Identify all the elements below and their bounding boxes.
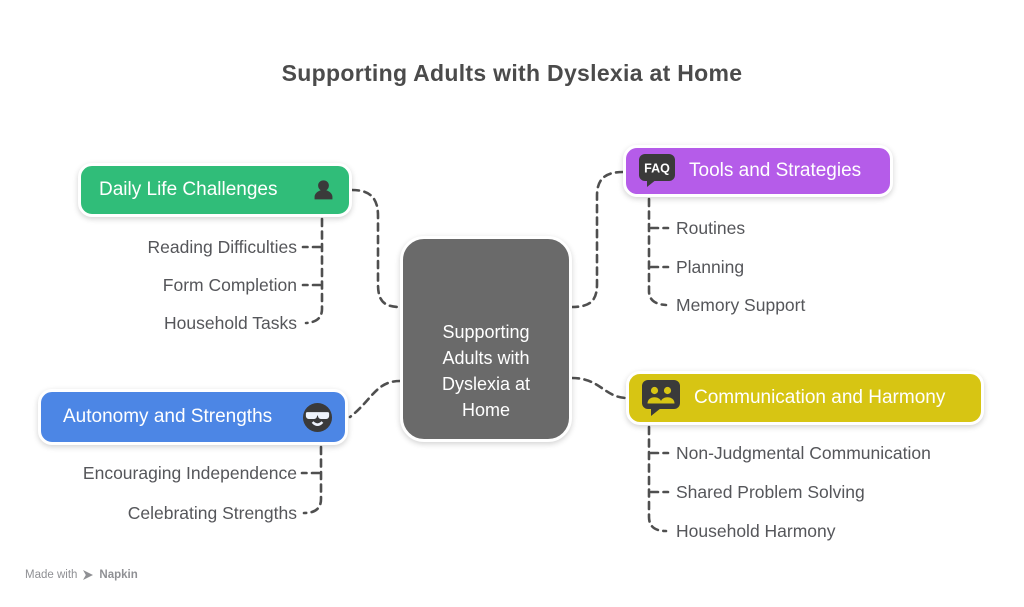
connector-tools-children bbox=[647, 197, 668, 307]
center-node[interactable]: Supporting Adults with Dyslexia at Home bbox=[400, 236, 572, 442]
connector-communication-children bbox=[647, 425, 668, 533]
connector-center-to-yellow bbox=[570, 376, 628, 400]
child-item[interactable]: Household Harmony bbox=[676, 521, 836, 541]
child-item[interactable]: Routines bbox=[676, 218, 746, 238]
connector-daily-life-children bbox=[304, 217, 324, 325]
watermark-text: Made with bbox=[25, 569, 78, 581]
branch-node-daily-life-challenges[interactable]: Daily Life Challenges bbox=[78, 163, 352, 217]
center-node-line: Adults with bbox=[442, 348, 530, 368]
branch-label: Tools and Strategies bbox=[689, 160, 862, 181]
branch-label: Communication and Harmony bbox=[694, 387, 946, 408]
child-item[interactable]: Reading Difficulties bbox=[147, 237, 297, 257]
center-node-line: Supporting bbox=[442, 322, 530, 342]
napkin-logo-icon bbox=[83, 570, 94, 580]
connector-purple-to-center bbox=[570, 170, 625, 309]
connector-green-to-center bbox=[350, 188, 402, 309]
child-item[interactable]: Celebrating Strengths bbox=[127, 503, 297, 523]
branch-node-tools-and-strategies[interactable]: FAQ Tools and Strategies bbox=[623, 145, 893, 197]
center-node-line: Dyslexia at bbox=[441, 374, 531, 394]
branch-label: Autonomy and Strengths bbox=[63, 406, 273, 427]
child-item[interactable]: Shared Problem Solving bbox=[676, 482, 865, 502]
branch-node-autonomy-and-strengths[interactable]: Autonomy and Strengths bbox=[38, 389, 348, 445]
napkin-watermark[interactable]: Made with Napkin bbox=[25, 569, 138, 581]
connector-center-to-blue bbox=[348, 379, 402, 419]
page-title: Supporting Adults with Dyslexia at Home bbox=[281, 60, 743, 86]
child-item[interactable]: Form Completion bbox=[162, 275, 297, 295]
child-item[interactable]: Encouraging Independence bbox=[82, 463, 297, 483]
people-icon bbox=[642, 380, 680, 416]
child-item[interactable]: Non-Judgmental Communication bbox=[676, 443, 931, 463]
center-node-line: Home bbox=[461, 400, 510, 420]
person-icon bbox=[314, 179, 333, 199]
child-item[interactable]: Memory Support bbox=[676, 295, 806, 315]
child-item[interactable]: Planning bbox=[676, 257, 745, 277]
faq-icon: FAQ bbox=[639, 154, 675, 187]
connector-autonomy-children bbox=[302, 445, 323, 515]
child-item[interactable]: Household Tasks bbox=[164, 313, 297, 333]
branch-node-communication-and-harmony[interactable]: Communication and Harmony bbox=[626, 371, 984, 425]
watermark-brand: Napkin bbox=[99, 569, 138, 581]
svg-text:FAQ: FAQ bbox=[644, 162, 670, 176]
cool-face-icon bbox=[302, 402, 333, 432]
branch-label: Daily Life Challenges bbox=[99, 179, 278, 200]
